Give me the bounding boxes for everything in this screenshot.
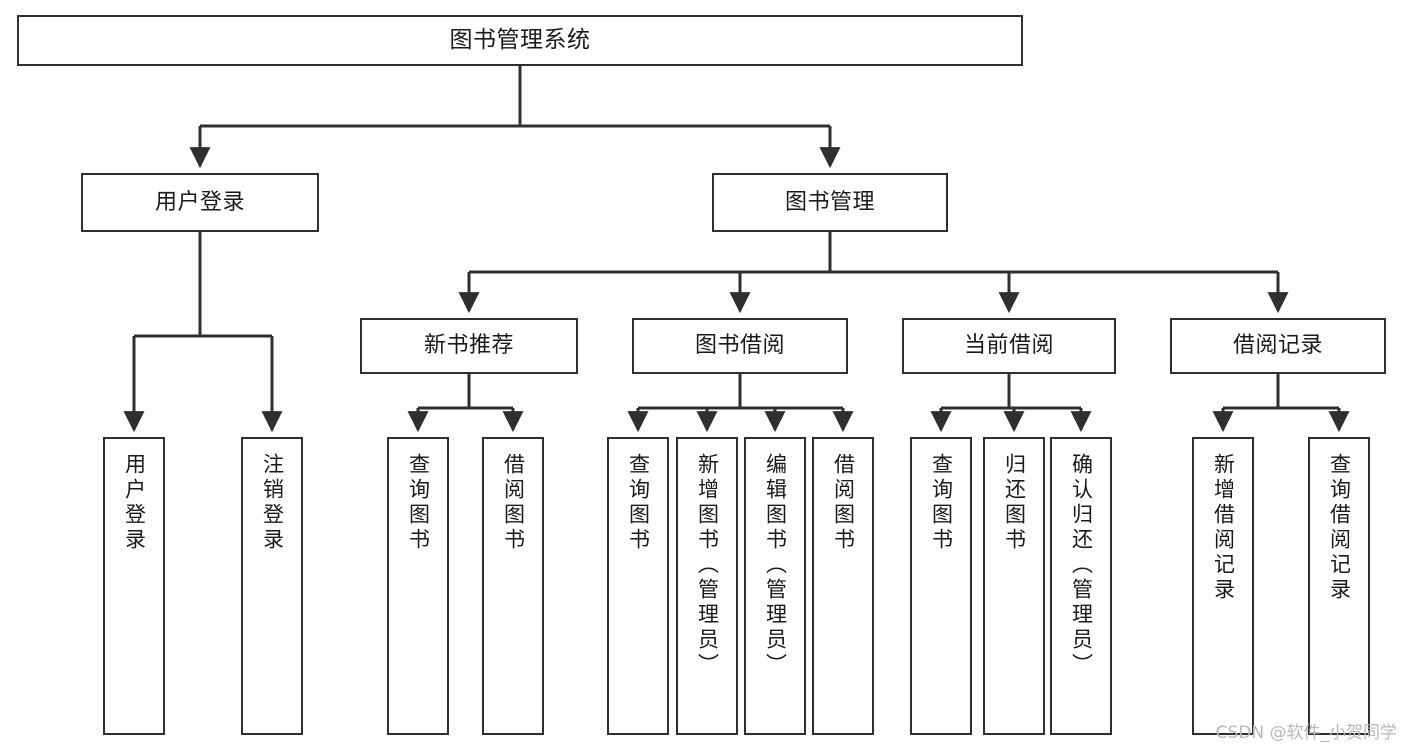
leaf-return-book-label: 归还图书 (1002, 453, 1027, 553)
leaf-add-record-label: 新增借阅记录 (1211, 453, 1236, 603)
node-book-borrow[interactable]: 图书借阅 (632, 318, 848, 374)
leaf-query-record[interactable]: 查询借阅记录 (1308, 437, 1370, 735)
leaf-user-login-label: 用户登录 (122, 453, 147, 553)
leaf-return-book[interactable]: 归还图书 (983, 437, 1045, 735)
node-book-borrow-label: 图书借阅 (694, 333, 785, 359)
leaf-confirm-return-label: 确认归还（管理员） (1069, 453, 1094, 678)
leaf-borrow-book-1[interactable]: 借阅图书 (482, 437, 544, 735)
leaf-add-book-label: 新增图书（管理员） (695, 453, 720, 678)
node-borrow-record[interactable]: 借阅记录 (1170, 318, 1386, 374)
node-user-login-label: 用户登录 (154, 189, 245, 215)
node-new-book-recommend[interactable]: 新书推荐 (360, 318, 578, 374)
leaf-borrow-book-2[interactable]: 借阅图书 (812, 437, 874, 735)
leaf-query-record-label: 查询借阅记录 (1327, 453, 1352, 603)
node-current-borrow[interactable]: 当前借阅 (902, 318, 1116, 374)
leaf-query-book-3[interactable]: 查询图书 (910, 437, 972, 735)
leaf-query-book-1-label: 查询图书 (406, 453, 431, 553)
node-root-label: 图书管理系统 (449, 27, 591, 54)
leaf-add-book[interactable]: 新增图书（管理员） (676, 437, 738, 735)
leaf-user-login[interactable]: 用户登录 (103, 437, 165, 735)
leaf-query-book-1[interactable]: 查询图书 (387, 437, 449, 735)
leaf-query-book-2[interactable]: 查询图书 (607, 437, 669, 735)
leaf-edit-book[interactable]: 编辑图书（管理员） (744, 437, 806, 735)
leaf-confirm-return[interactable]: 确认归还（管理员） (1050, 437, 1112, 735)
leaf-add-record[interactable]: 新增借阅记录 (1192, 437, 1254, 735)
watermark-text: CSDN @软件_小贺同学 (1215, 723, 1397, 743)
leaf-borrow-book-1-label: 借阅图书 (501, 453, 526, 553)
node-borrow-record-label: 借阅记录 (1232, 333, 1323, 359)
node-book-manage[interactable]: 图书管理 (712, 173, 948, 232)
node-new-book-recommend-label: 新书推荐 (423, 333, 514, 359)
node-current-borrow-label: 当前借阅 (963, 333, 1054, 359)
node-user-login[interactable]: 用户登录 (81, 173, 319, 232)
leaf-query-book-3-label: 查询图书 (929, 453, 954, 553)
leaf-borrow-book-2-label: 借阅图书 (831, 453, 856, 553)
node-root[interactable]: 图书管理系统 (17, 15, 1023, 66)
node-book-manage-label: 图书管理 (784, 189, 875, 215)
leaf-edit-book-label: 编辑图书（管理员） (763, 453, 788, 678)
leaf-query-book-2-label: 查询图书 (626, 453, 651, 553)
leaf-logout[interactable]: 注销登录 (241, 437, 303, 735)
leaf-logout-label: 注销登录 (260, 453, 285, 553)
